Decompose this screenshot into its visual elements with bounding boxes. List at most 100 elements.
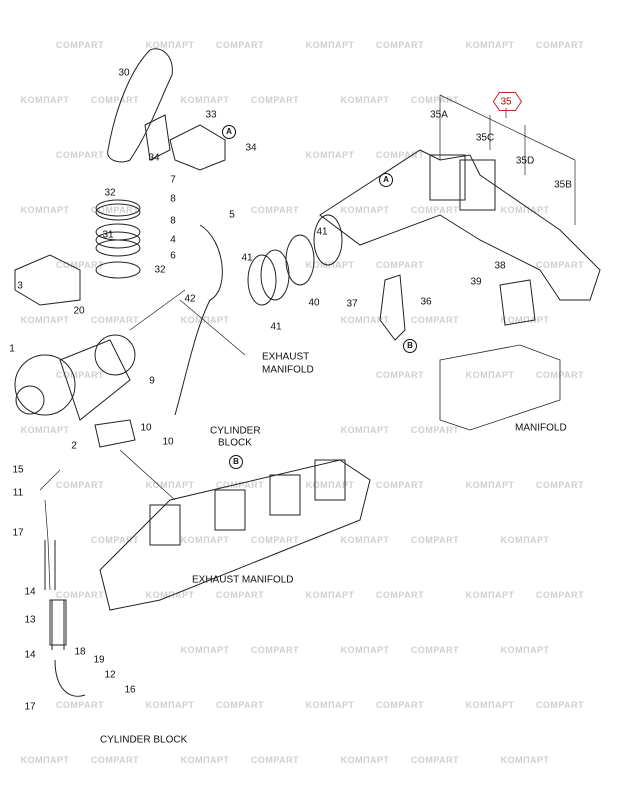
caption-cylinder-block: BLOCK (218, 437, 252, 449)
callout-16[interactable]: 16 (124, 684, 136, 696)
watermark-text: KOMПАРТ (465, 590, 515, 600)
callout-6[interactable]: 6 (170, 250, 176, 262)
hexagon-icon (492, 92, 523, 111)
callout-2[interactable]: 2 (71, 440, 77, 452)
watermark-text: COMPART (375, 260, 425, 270)
watermark-text: KOMПАРТ (500, 535, 550, 545)
caption-manifold: MANIFOLD (515, 422, 567, 434)
callout-9[interactable]: 9 (149, 375, 155, 387)
callout-32[interactable]: 32 (104, 187, 116, 199)
callout-38[interactable]: 38 (494, 260, 506, 272)
callout-35b[interactable]: 35B (554, 179, 572, 191)
gasket-2 (94, 419, 136, 448)
watermark-text: KOMПАРТ (465, 370, 515, 380)
callout-5[interactable]: 5 (229, 209, 235, 221)
watermark-text: KOMПАРТ (340, 645, 390, 655)
callout-17[interactable]: 17 (24, 701, 36, 713)
callout-7[interactable]: 7 (170, 174, 176, 186)
callout-34[interactable]: 34 (245, 142, 257, 154)
callout-14[interactable]: 14 (24, 586, 36, 598)
watermark-text: COMPART (535, 480, 585, 490)
watermark-text: KOMПАРТ (305, 40, 355, 50)
callout-41[interactable]: 41 (241, 252, 253, 264)
watermark-text: KOMПАРТ (180, 95, 230, 105)
callout-35c[interactable]: 35C (475, 132, 495, 144)
watermark-text: COMPART (55, 590, 105, 600)
watermark-text: COMPART (215, 700, 265, 710)
highlighted-part-35[interactable]: 35 (492, 92, 523, 111)
callout-8[interactable]: 8 (170, 193, 176, 205)
callout-35d[interactable]: 35D (515, 155, 535, 167)
callout-20[interactable]: 20 (73, 305, 85, 317)
callout-41[interactable]: 41 (316, 226, 328, 238)
caption-exhaust-manifold-top: EXHAUST (262, 351, 310, 363)
watermark-text: KOMПАРТ (465, 480, 515, 490)
watermark-text: KOMПАРТ (500, 315, 550, 325)
watermark-text: COMPART (55, 370, 105, 380)
callout-42[interactable]: 42 (184, 293, 196, 305)
watermark-text: COMPART (375, 40, 425, 50)
callout-34[interactable]: 34 (148, 152, 160, 164)
caption-exhaust-manifold: EXHAUST MANIFOLD (192, 574, 294, 586)
callout-8[interactable]: 8 (170, 215, 176, 227)
watermark-text: KOMПАРТ (340, 95, 390, 105)
watermark-text: COMPART (250, 755, 300, 765)
drain-pipe-13 (44, 540, 86, 697)
callout-40[interactable]: 40 (308, 297, 320, 309)
watermark-text: KOMПАРТ (20, 425, 70, 435)
callout-11[interactable]: 11 (12, 487, 24, 499)
callout-10[interactable]: 10 (162, 436, 174, 448)
callout-37[interactable]: 37 (346, 298, 358, 310)
watermark-text: COMPART (410, 535, 460, 545)
callout-15[interactable]: 15 (12, 464, 24, 476)
watermark-text: COMPART (215, 480, 265, 490)
callout-18[interactable]: 18 (74, 646, 86, 658)
watermark-text: COMPART (215, 40, 265, 50)
callout-4[interactable]: 4 (170, 234, 176, 246)
exhaust-manifold (99, 459, 371, 611)
watermark-text: COMPART (55, 260, 105, 270)
callout-39[interactable]: 39 (470, 276, 482, 288)
callout-33[interactable]: 33 (205, 109, 217, 121)
callout-1[interactable]: 1 (9, 343, 15, 355)
ref-mark-a: A (222, 125, 236, 139)
watermark-text: COMPART (90, 755, 140, 765)
watermark-text: COMPART (410, 205, 460, 215)
watermark-text: KOMПАРТ (340, 755, 390, 765)
watermark-text: COMPART (535, 700, 585, 710)
turbocharger-1 (14, 354, 76, 416)
callout-13[interactable]: 13 (24, 614, 36, 626)
callout-41[interactable]: 41 (270, 321, 282, 333)
watermark-text: KOMПАРТ (20, 205, 70, 215)
watermark-text: KOMПАРТ (500, 205, 550, 215)
watermark-text: KOMПАРТ (340, 425, 390, 435)
clamp-41 (247, 254, 277, 306)
callout-36[interactable]: 36 (420, 296, 432, 308)
watermark-text: KOMПАРТ (305, 480, 355, 490)
clamp-32b (95, 261, 141, 279)
callout-3[interactable]: 3 (17, 280, 23, 292)
callout-19[interactable]: 19 (93, 654, 105, 666)
bracket-38 (499, 279, 536, 326)
watermark-text: COMPART (250, 95, 300, 105)
watermark-text: COMPART (55, 150, 105, 160)
callout-10[interactable]: 10 (140, 422, 152, 434)
watermark-text: KOMПАРТ (180, 315, 230, 325)
callout-32[interactable]: 32 (154, 264, 166, 276)
callout-30[interactable]: 30 (118, 67, 130, 79)
watermark-text: COMPART (375, 480, 425, 490)
watermark-text: KOMПАРТ (20, 315, 70, 325)
watermark-text: COMPART (410, 95, 460, 105)
callout-31[interactable]: 31 (102, 229, 114, 241)
callout-12[interactable]: 12 (104, 669, 116, 681)
exhaust-pipe-35 (319, 149, 601, 301)
callout-35a[interactable]: 35A (430, 109, 448, 121)
watermark-text: KOMПАРТ (500, 755, 550, 765)
callout-14[interactable]: 14 (24, 649, 36, 661)
watermark-text: COMPART (410, 315, 460, 325)
callout-17[interactable]: 17 (12, 527, 24, 539)
watermark-text: KOMПАРТ (145, 700, 195, 710)
watermark-text: COMPART (250, 535, 300, 545)
